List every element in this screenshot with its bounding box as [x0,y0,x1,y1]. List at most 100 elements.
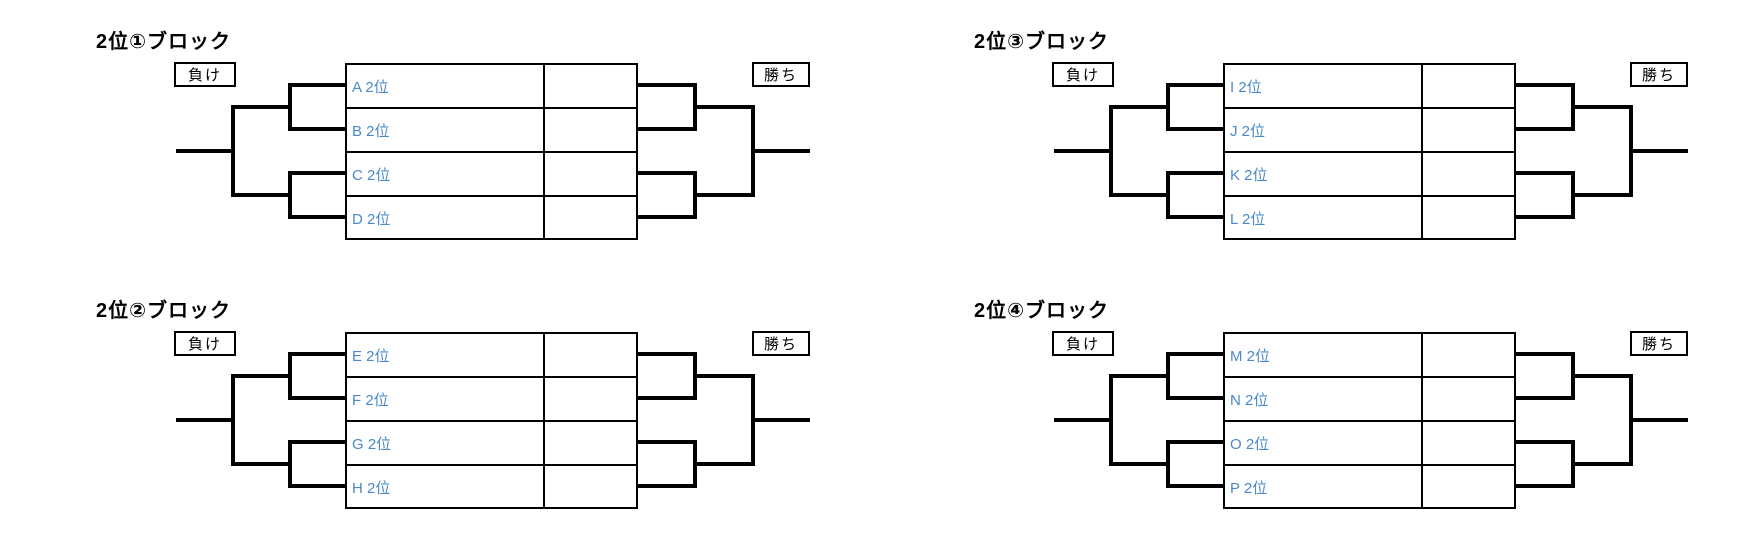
winner-row3-line [636,440,697,444]
winner-row4-line [636,215,697,219]
loser-label: 負け [1065,67,1100,84]
loser-semifinal-bottom-line [1109,193,1170,197]
loser-semifinal-top-line [231,374,292,378]
winner-row2-line [636,396,697,400]
loser-row4-line [1166,484,1225,488]
team-name-cell: P 2位 [1230,479,1268,497]
loser-outer-vertical-line [231,105,235,197]
table-row-divider [1225,464,1514,466]
result-cell-empty [545,65,636,107]
loser-row1-line [1166,352,1225,356]
winner-final-line [1629,418,1688,422]
loser-pair-bottom-vertical-line [1166,440,1170,488]
loser-row4-line [288,215,347,219]
loser-pair-bottom-vertical-line [1166,171,1170,219]
winner-semifinal-bottom-line [693,193,755,197]
team-name-cell: M 2位 [1230,347,1271,365]
winner-row4-line [1514,484,1575,488]
loser-row1-line [1166,83,1225,87]
loser-label-box: 負け [174,331,236,356]
table-row-divider [347,195,636,197]
winner-semifinal-top-line [1571,105,1633,109]
bracket-block: 2位④ブロック 負け 勝ち M 2位 N 2位 O 2位 P 2位 [878,269,1752,538]
winner-semifinal-bottom-line [1571,193,1633,197]
winner-label: 勝ち [1641,336,1676,353]
result-cell-empty [545,109,636,151]
table-row-divider [347,376,636,378]
block-title: 2位②ブロック [96,300,232,322]
block-title: 2位①ブロック [96,31,232,53]
winner-final-line [751,149,810,153]
winner-semifinal-bottom-line [1571,462,1633,466]
result-cell-empty [545,378,636,420]
loser-label-box: 負け [1052,62,1114,87]
loser-pair-top-vertical-line [288,352,292,400]
team-name-cell: F 2位 [352,391,389,409]
bracket-table: E 2位 F 2位 G 2位 H 2位 [345,332,638,509]
team-name-cell: I 2位 [1230,78,1262,96]
result-cell-empty [545,334,636,376]
loser-semifinal-top-line [1109,374,1170,378]
loser-label: 負け [187,67,222,84]
bracket-table: A 2位 B 2位 C 2位 D 2位 [345,63,638,240]
winner-label-box: 勝ち [752,331,810,356]
result-cell-empty [1423,466,1514,508]
loser-semifinal-bottom-line [231,193,292,197]
team-name-cell: G 2位 [352,435,392,453]
winner-label: 勝ち [763,336,798,353]
result-cell-empty [1423,334,1514,376]
winner-row3-line [1514,440,1575,444]
bracket-block: 2位①ブロック 負け 勝ち A 2位 B 2位 C 2位 D 2位 [0,0,878,269]
loser-semifinal-bottom-line [1109,462,1170,466]
table-row-divider [347,464,636,466]
loser-pair-top-vertical-line [1166,83,1170,131]
loser-feeder-line [176,418,233,422]
loser-label-box: 負け [174,62,236,87]
table-row-divider [347,420,636,422]
loser-label-box: 負け [1052,331,1114,356]
result-cell-empty [1423,153,1514,195]
loser-pair-top-vertical-line [288,83,292,131]
result-cell-empty [545,197,636,239]
bracket-block: 2位③ブロック 負け 勝ち I 2位 J 2位 K 2位 L 2位 [878,0,1752,269]
winner-label: 勝ち [763,67,798,84]
table-row-divider [1225,107,1514,109]
block-title: 2位③ブロック [974,31,1110,53]
winner-row4-line [1514,215,1575,219]
result-cell-empty [1423,109,1514,151]
loser-row2-line [288,127,347,131]
loser-row4-line [288,484,347,488]
loser-row3-line [1166,440,1225,444]
block-title: 2位④ブロック [974,300,1110,322]
loser-semifinal-bottom-line [231,462,292,466]
loser-outer-vertical-line [1109,374,1113,466]
table-row-divider [347,107,636,109]
loser-feeder-line [1054,149,1111,153]
loser-pair-top-vertical-line [1166,352,1170,400]
result-cell-empty [1423,378,1514,420]
winner-row3-line [636,171,697,175]
loser-feeder-line [1054,418,1111,422]
team-name-cell: E 2位 [352,347,390,365]
team-name-cell: J 2位 [1230,122,1266,140]
loser-semifinal-top-line [231,105,292,109]
team-name-cell: H 2位 [352,479,391,497]
result-cell-empty [545,422,636,464]
result-cell-empty [545,466,636,508]
team-name-cell: A 2位 [352,78,389,96]
loser-pair-bottom-vertical-line [288,440,292,488]
loser-row1-line [288,352,347,356]
table-row-divider [347,151,636,153]
winner-row4-line [636,484,697,488]
winner-semifinal-bottom-line [693,462,755,466]
loser-row2-line [288,396,347,400]
result-cell-empty [1423,65,1514,107]
loser-row1-line [288,83,347,87]
winner-label: 勝ち [1641,67,1676,84]
winner-row3-line [1514,171,1575,175]
team-name-cell: B 2位 [352,122,390,140]
team-name-cell: N 2位 [1230,391,1269,409]
loser-pair-bottom-vertical-line [288,171,292,219]
loser-row3-line [288,171,347,175]
